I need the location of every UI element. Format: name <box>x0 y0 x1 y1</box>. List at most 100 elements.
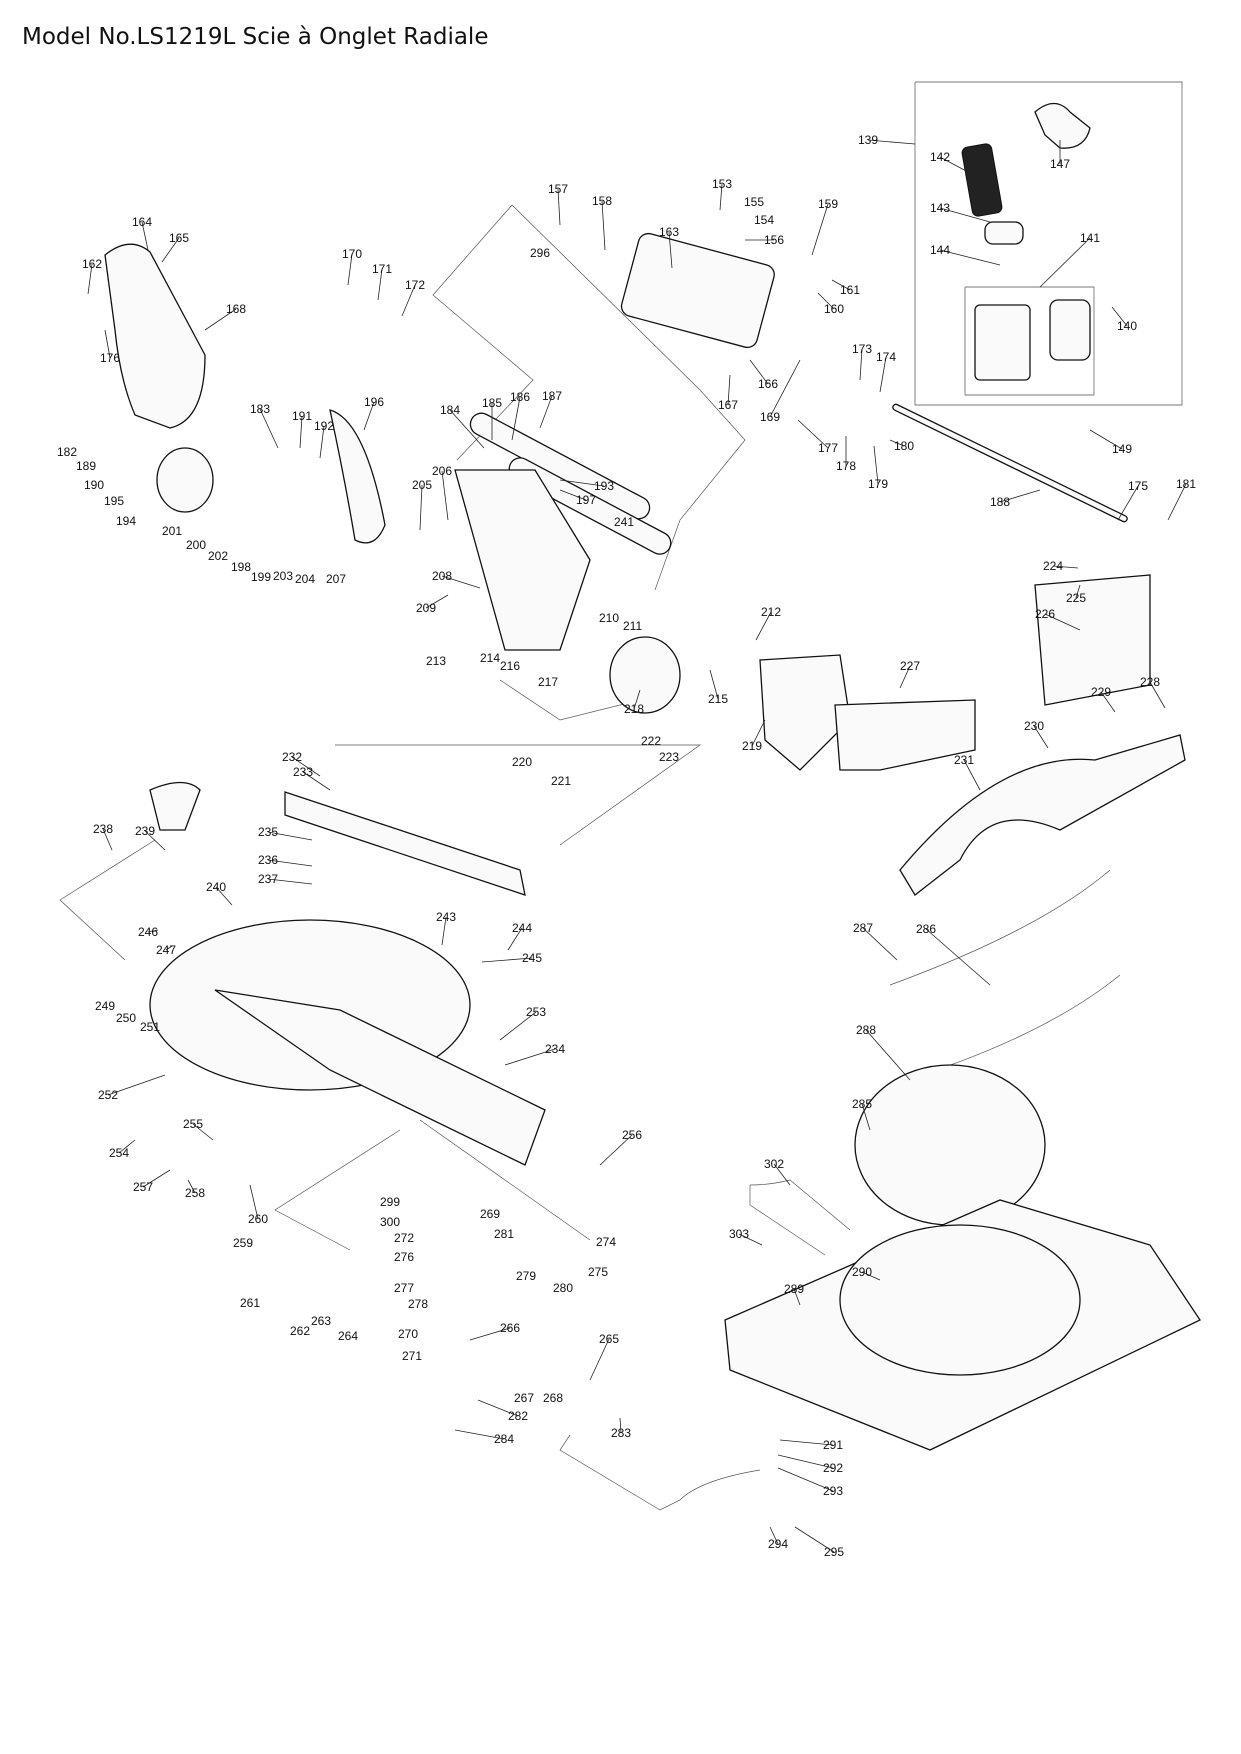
leader-line-286 <box>925 928 991 986</box>
leader-line-188 <box>999 489 1041 503</box>
part-number-label: 255 <box>183 1117 203 1131</box>
leader-line-245 <box>481 957 533 963</box>
diagram-title: Model No.LS1219L Scie à Onglet Radiale <box>22 24 489 50</box>
leader-line-289 <box>793 1288 801 1306</box>
part-number-label: 302 <box>764 1157 784 1171</box>
leader-line-229 <box>1100 691 1116 713</box>
leader-line-257 <box>142 1169 171 1188</box>
dust-elbow-element <box>1034 102 1091 149</box>
blade-guard-cover <box>104 243 206 429</box>
part-number-label: 181 <box>1176 477 1196 491</box>
grip-rod-element <box>749 1179 851 1256</box>
leader-line-233 <box>302 771 331 791</box>
part-number-label: 187 <box>542 389 562 403</box>
part-number-label: 271 <box>402 1349 422 1363</box>
part-number-label: 223 <box>659 750 679 764</box>
part-number-label: 303 <box>729 1227 749 1241</box>
part-number-label: 290 <box>852 1265 872 1279</box>
part-number-label: 165 <box>169 231 189 245</box>
part-number-label: 254 <box>109 1146 129 1160</box>
part-number-label: 142 <box>930 150 950 164</box>
leader-line-260 <box>249 1184 259 1220</box>
part-number-label: 188 <box>990 495 1010 509</box>
part-number-label: 153 <box>712 177 732 191</box>
part-number-label: 277 <box>394 1281 414 1295</box>
part-number-label: 247 <box>156 943 176 957</box>
leader-line-176 <box>104 329 111 359</box>
part-number-label: 286 <box>916 922 936 936</box>
guide-fence-element <box>899 734 1186 896</box>
part-number-label: 216 <box>500 659 520 673</box>
part-number-label: 149 <box>1112 442 1132 456</box>
part-number-label: 300 <box>380 1215 400 1229</box>
part-number-label: 196 <box>364 395 384 409</box>
part-number-label: 239 <box>135 824 155 838</box>
leader-line-173 <box>859 348 863 381</box>
part-number-label: 284 <box>494 1432 514 1446</box>
part-number-label: 139 <box>858 133 878 147</box>
leader-line-169 <box>769 359 801 418</box>
leader-line-224 <box>1052 565 1079 569</box>
part-number-label: 229 <box>1091 685 1111 699</box>
arm-holder-element <box>454 469 591 651</box>
part-number-label: 236 <box>258 853 278 867</box>
part-number-label: 295 <box>824 1545 844 1559</box>
part-number-label: 278 <box>408 1297 428 1311</box>
leader-line-243 <box>441 916 447 946</box>
leader-line-266 <box>469 1327 511 1341</box>
leader-line-290 <box>861 1271 881 1281</box>
part-number-label: 227 <box>900 659 920 673</box>
part-number-label: 268 <box>543 1391 563 1405</box>
part-number-label: 174 <box>876 350 896 364</box>
hose-clamp-element <box>984 221 1024 245</box>
part-number-label: 231 <box>954 753 974 767</box>
part-number-label: 194 <box>116 514 136 528</box>
part-number-label: 262 <box>290 1324 310 1338</box>
part-number-label: 241 <box>614 515 634 529</box>
part-number-label: 163 <box>659 225 679 239</box>
leader-line-244 <box>507 927 523 951</box>
leader-line-246 <box>147 929 159 933</box>
leader-line-291 <box>779 1439 834 1446</box>
leader-line-177 <box>797 419 829 449</box>
part-number-label: 234 <box>545 1042 565 1056</box>
leader-line-255 <box>192 1123 214 1141</box>
part-number-label: 294 <box>768 1537 788 1551</box>
leader-line-187 <box>539 395 553 429</box>
part-number-label: 143 <box>930 201 950 215</box>
part-number-label: 269 <box>480 1207 500 1221</box>
part-number-label: 212 <box>761 605 781 619</box>
part-number-label: 215 <box>708 692 728 706</box>
part-number-label: 264 <box>338 1329 358 1343</box>
part-number-label: 186 <box>510 390 530 404</box>
dust-adapter-element <box>974 304 1031 381</box>
diagram-outlines <box>59 81 1183 1251</box>
turn-base-arm-element <box>214 989 546 1166</box>
part-number-label: 192 <box>314 419 334 433</box>
leader-line-302 <box>773 1163 791 1186</box>
leader-line-238 <box>102 828 113 851</box>
part-number-label: 169 <box>760 410 780 424</box>
part-number-label: 167 <box>718 398 738 412</box>
part-labels: 1391401411421431441471491531541551561571… <box>57 133 1196 1559</box>
sub-fence-right-element <box>1034 574 1151 706</box>
part-number-label: 205 <box>412 478 432 492</box>
part-number-label: 147 <box>1050 157 1070 171</box>
leader-line-141 <box>1039 237 1091 288</box>
leader-line-208 <box>441 575 481 589</box>
part-number-label: 279 <box>516 1269 536 1283</box>
miter-scale-upper-element <box>889 869 1111 986</box>
leader-line-215 <box>709 669 719 700</box>
part-number-label: 171 <box>372 262 392 276</box>
part-number-label: 178 <box>836 459 856 473</box>
leader-line-228 <box>1149 681 1166 709</box>
part-number-label: 203 <box>273 569 293 583</box>
o-ring-element <box>609 636 681 714</box>
part-number-label: 176 <box>100 351 120 365</box>
part-number-label: 260 <box>248 1212 268 1226</box>
part-number-label: 218 <box>624 702 644 716</box>
part-number-label: 296 <box>530 246 550 260</box>
leader-line-197 <box>559 489 587 501</box>
part-number-label: 237 <box>258 872 278 886</box>
handle-rod-element <box>559 1434 761 1511</box>
